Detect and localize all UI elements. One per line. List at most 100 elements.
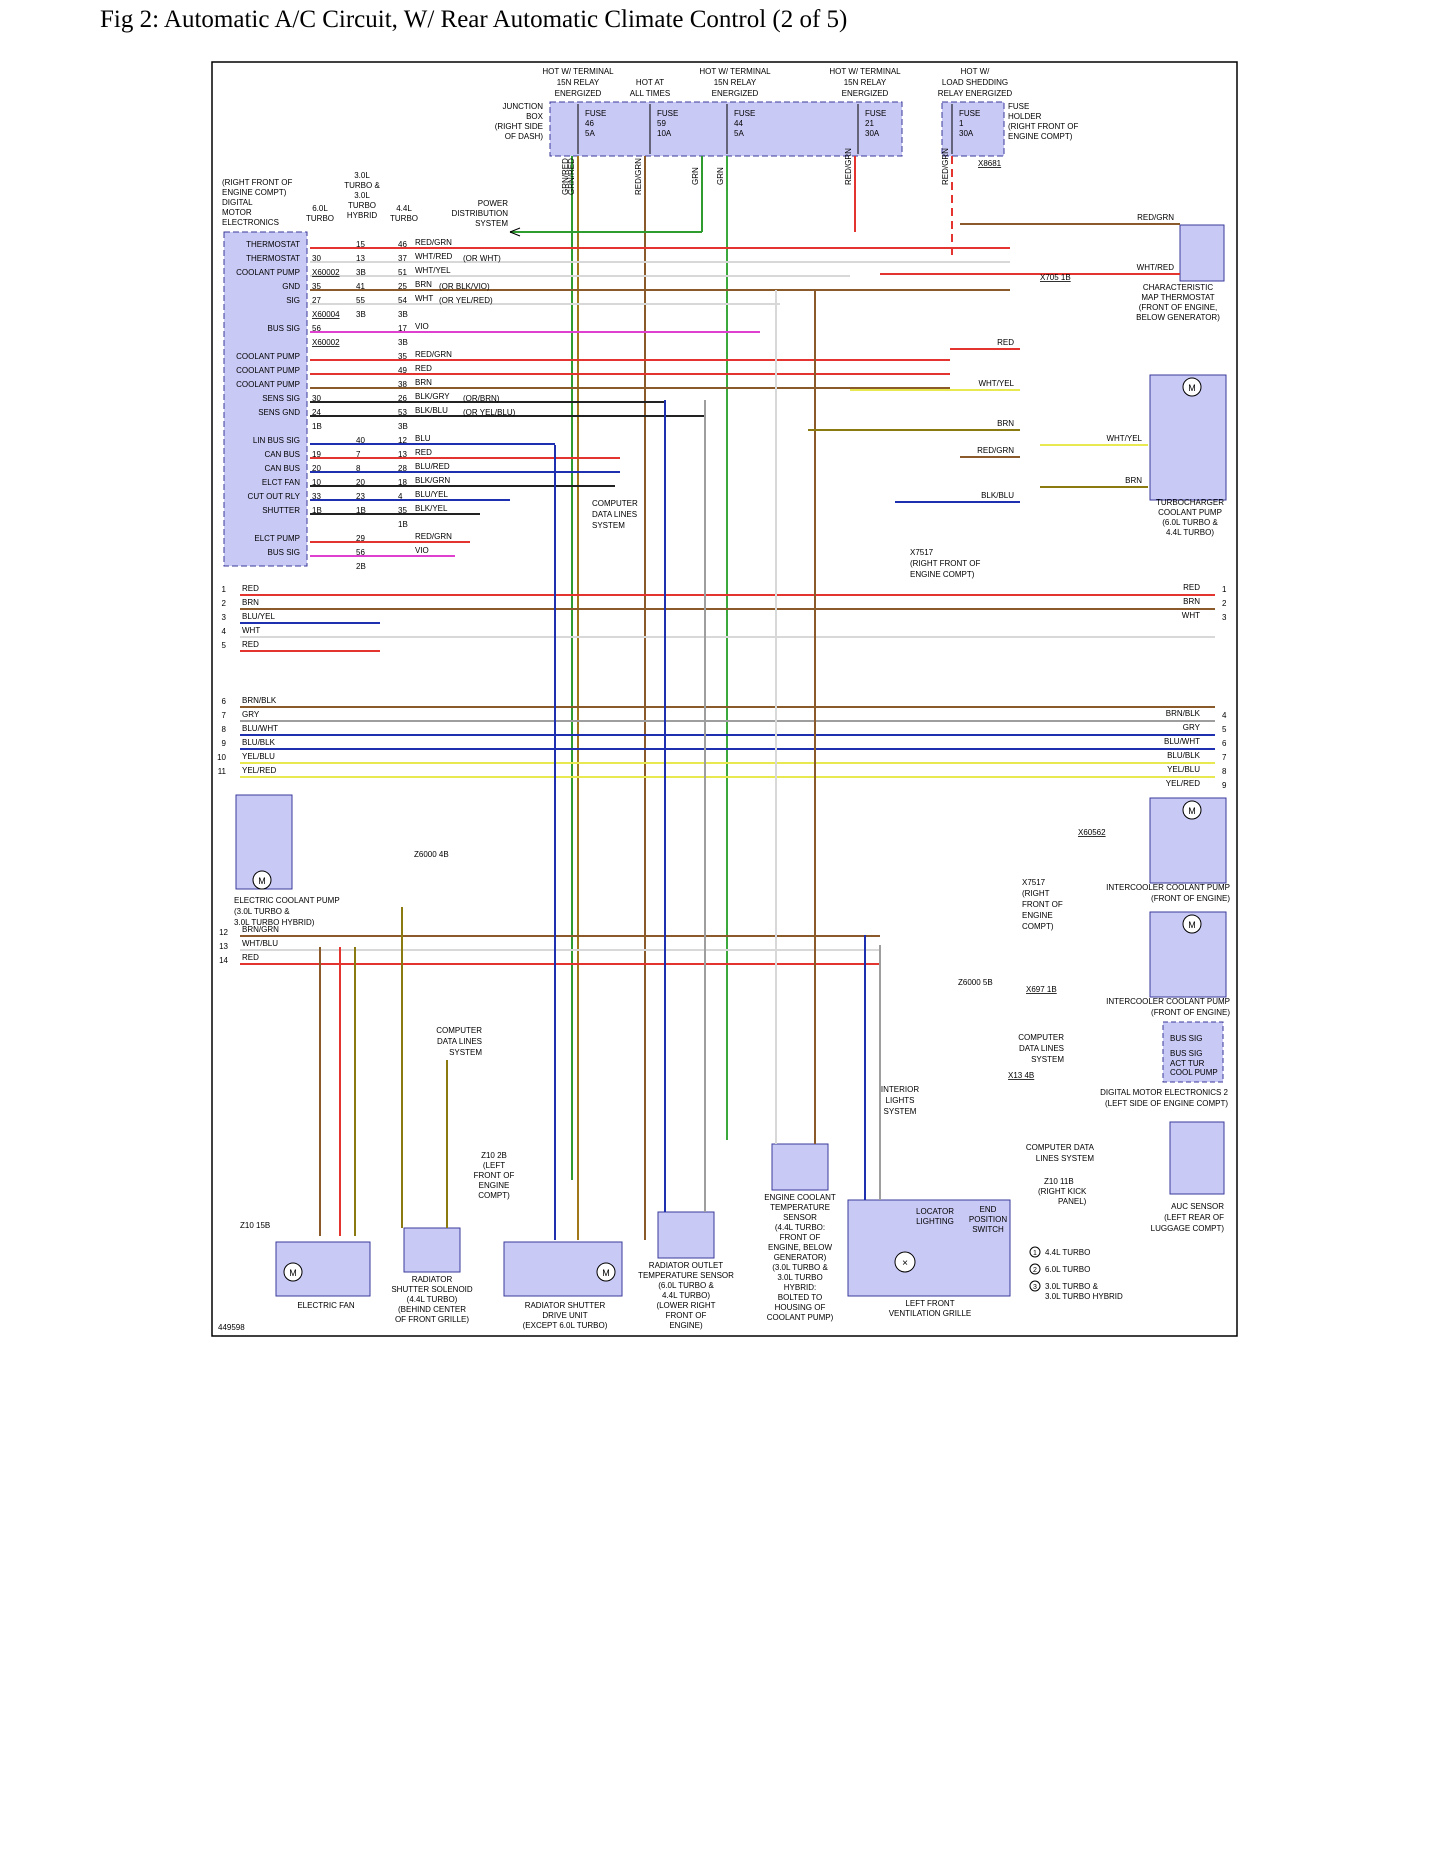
bus-left-name-8: BLU/WHT bbox=[242, 724, 278, 733]
dme2-pin-3a: ACT TUR bbox=[1170, 1059, 1205, 1068]
variant-44: 4.4L bbox=[396, 204, 412, 213]
variant-30-5: HYBRID bbox=[347, 211, 377, 220]
computer-data-2: COMPUTER bbox=[1018, 1033, 1064, 1042]
fuse-holder-label-3: (RIGHT FRONT OF bbox=[1008, 122, 1078, 131]
dme-pin-b-15: 40 bbox=[356, 436, 365, 445]
fuse-3-number: 44 bbox=[734, 119, 743, 128]
x7517b-label-2: (RIGHT bbox=[1022, 889, 1050, 898]
dme-pin-label-20: SHUTTER bbox=[262, 506, 300, 515]
bus-left-name-6: BRN/BLK bbox=[242, 696, 277, 705]
dme-pin-c-21: 1B bbox=[398, 520, 408, 529]
hot-header-5: HOT W/ bbox=[961, 67, 991, 76]
hot-header-5b: LOAD SHEDDING bbox=[942, 78, 1008, 87]
hot-header-1c: ENERGIZED bbox=[555, 89, 602, 98]
rad-solenoid-label-2: SHUTTER SOLENOID bbox=[391, 1285, 473, 1294]
x7517b-label: X7517 bbox=[1022, 878, 1046, 887]
fuse-1-number: 46 bbox=[585, 119, 594, 128]
lamp-icon bbox=[894, 1251, 916, 1273]
bus-right-num-3: 3 bbox=[1222, 613, 1227, 622]
dme-wire-name-13: BLK/BLU bbox=[415, 406, 448, 415]
dme-pin-label-23: BUS SIG bbox=[268, 548, 300, 557]
dme2-pin-3b: COOL PUMP bbox=[1170, 1068, 1218, 1077]
dme-wire-alt-2: (OR WHT) bbox=[463, 254, 501, 263]
dme-pin-c-4: 25 bbox=[398, 282, 407, 291]
fuse-holder-label: FUSE bbox=[1008, 102, 1029, 111]
dme-wire-name-4: BRN bbox=[415, 280, 432, 289]
rad-solenoid-label-4: (BEHIND CENTER bbox=[398, 1305, 466, 1314]
dme-pin-c-5: 54 bbox=[398, 296, 407, 305]
hot-header-3: HOT W/ TERMINAL bbox=[699, 67, 771, 76]
fuse-2-number: 59 bbox=[657, 119, 666, 128]
dme-wire-alt-5: (OR YEL/RED) bbox=[439, 296, 493, 305]
bus-left-name-5: RED bbox=[242, 640, 259, 649]
right-wire-label-8: BRN bbox=[1125, 476, 1142, 485]
bus-left-num-4: 4 bbox=[222, 627, 227, 636]
dme-pin-c-9: 35 bbox=[398, 352, 407, 361]
power-dist-label-2: DISTRIBUTION bbox=[452, 209, 509, 218]
lamp-icon-x: × bbox=[902, 1258, 908, 1269]
fuse-5-name: FUSE bbox=[959, 109, 980, 118]
locator-label: LOCATOR bbox=[916, 1207, 954, 1216]
rad-outlet-label-6: FRONT OF bbox=[666, 1311, 707, 1320]
dme-wire-name-2: WHT/RED bbox=[415, 252, 453, 261]
junction-box-label-4: OF DASH) bbox=[505, 132, 544, 141]
bus-right-num-6: 6 bbox=[1222, 739, 1227, 748]
lower-bus-num-14: 14 bbox=[219, 956, 228, 965]
rad-solenoid-label: RADIATOR bbox=[412, 1275, 453, 1284]
fuse-2-name: FUSE bbox=[657, 109, 678, 118]
dme-pin-label-16: CAN BUS bbox=[264, 450, 300, 459]
dme-pin-a-17: 20 bbox=[312, 464, 321, 473]
bus-left-num-8: 8 bbox=[222, 725, 227, 734]
bus-left-num-9: 9 bbox=[222, 739, 227, 748]
dme2-pin-2: BUS SIG bbox=[1170, 1049, 1202, 1058]
dme-pin-label-22: ELCT PUMP bbox=[254, 534, 300, 543]
motor-icon-fan-m: M bbox=[289, 1268, 297, 1278]
dme-pin-c-8: 3B bbox=[398, 338, 408, 347]
dme-pin-c-14: 3B bbox=[398, 422, 408, 431]
turbo-pump-label: TURBOCHARGER bbox=[1156, 498, 1224, 507]
z10-2b-label-5: COMPT) bbox=[478, 1191, 510, 1200]
turbo-pump-label-4: 4.4L TURBO) bbox=[1166, 528, 1214, 537]
dme-pin-label-7: BUS SIG bbox=[268, 324, 300, 333]
right-wire-label-5: BRN bbox=[997, 419, 1014, 428]
ect-label-8: (3.0L TURBO & bbox=[772, 1263, 828, 1272]
z10-2b-label: Z10 2B bbox=[481, 1151, 507, 1160]
rad-drive-label-3: (EXCEPT 6.0L TURBO) bbox=[523, 1321, 608, 1330]
bus-left-name-7: GRY bbox=[242, 710, 260, 719]
intercooler-1-label: INTERCOOLER COOLANT PUMP bbox=[1106, 883, 1230, 892]
dme-pin-b-20: 1B bbox=[356, 506, 366, 515]
figure-id: 449598 bbox=[218, 1323, 245, 1332]
right-wire-label-6: RED/GRN bbox=[977, 446, 1014, 455]
bus-right-name-2: BRN bbox=[1183, 597, 1200, 606]
dme-pin-a-6: X60004 bbox=[312, 310, 340, 319]
map-thermostat-label: CHARACTERISTIC bbox=[1143, 283, 1213, 292]
elec-pump-label-3: 3.0L TURBO HYBRID) bbox=[234, 918, 315, 927]
map-thermostat-label-4: BELOW GENERATOR) bbox=[1136, 313, 1220, 322]
lower-bus-name-13: WHT/BLU bbox=[242, 939, 278, 948]
bus-left-num-1: 1 bbox=[222, 585, 227, 594]
rad-solenoid-label-3: (4.4L TURBO) bbox=[407, 1295, 458, 1304]
dme2-label: DIGITAL MOTOR ELECTRONICS 2 bbox=[1100, 1088, 1228, 1097]
dme-pin-c-7: 17 bbox=[398, 324, 407, 333]
dme-pin-label-13: SENS GND bbox=[258, 408, 300, 417]
right-wire-label-3: RED bbox=[997, 338, 1014, 347]
bus-right-name-6: BLU/WHT bbox=[1164, 737, 1200, 746]
dme-pin-a-3: X60002 bbox=[312, 268, 340, 277]
top-wire-label-4: GRN bbox=[691, 167, 700, 185]
turbo-pump-label-3: (6.0L TURBO & bbox=[1162, 518, 1218, 527]
bus-right-num-8: 8 bbox=[1222, 767, 1227, 776]
dme-pin-a-19: 33 bbox=[312, 492, 321, 501]
turbo-pump-box bbox=[1149, 374, 1227, 501]
junction-box-label: JUNCTION bbox=[503, 102, 544, 111]
x60562-label: X60562 bbox=[1078, 828, 1106, 837]
power-dist-arrow-a bbox=[509, 227, 521, 233]
dme-wire-name-22: RED/GRN bbox=[415, 532, 452, 541]
dme-wire-name-11: BRN bbox=[415, 378, 432, 387]
legend-marker-3 bbox=[1029, 1280, 1041, 1292]
end-switch-label-3: SWITCH bbox=[972, 1225, 1004, 1234]
hot-header-4b: 15N RELAY bbox=[844, 78, 887, 87]
dme-pin-b-5: 55 bbox=[356, 296, 365, 305]
dme-pin-a-18: 10 bbox=[312, 478, 321, 487]
locator-label-2: LIGHTING bbox=[916, 1217, 954, 1226]
map-thermostat-label-2: MAP THERMOSTAT bbox=[1141, 293, 1214, 302]
